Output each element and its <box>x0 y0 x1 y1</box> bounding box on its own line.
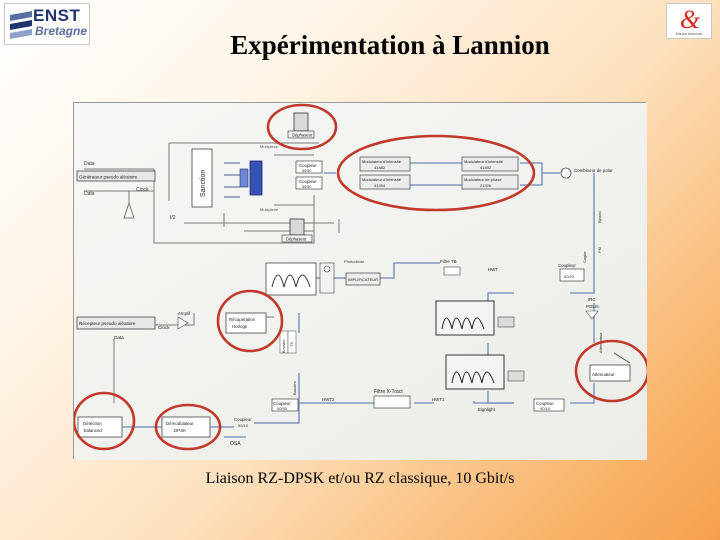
svg-text:Filtre X-Tract: Filtre X-Tract <box>374 389 403 395</box>
svg-text:OSA: OSA <box>230 441 241 447</box>
enst-logo-mark-icon <box>8 9 34 41</box>
svg-text:Coupleur: Coupleur <box>558 263 576 268</box>
label-pattern-generator: Générateur pseudo aléatoire <box>79 175 138 180</box>
svg-text:90/10: 90/10 <box>238 423 249 428</box>
setup-diagram: Data Générateur pseudo aléatoire Data Cl… <box>73 102 646 459</box>
enst-logo-text: ENST <box>33 6 80 26</box>
svg-text:Cagier: Cagier <box>582 251 587 263</box>
filter-xtract <box>374 396 410 408</box>
svg-text:41482: 41482 <box>374 165 386 170</box>
svg-text:Amplif: Amplif <box>178 311 191 316</box>
figure-caption: Liaison RZ-DPSK et/ou RZ classique, 10 G… <box>170 470 550 488</box>
svg-text:Eignlight: Eignlight <box>478 407 496 412</box>
svg-text:Détection: Détection <box>83 421 102 426</box>
scope-2 <box>436 301 494 335</box>
setup-diagram-svg: Data Générateur pseudo aléatoire Data Cl… <box>74 103 647 460</box>
svg-text:41492: 41492 <box>480 165 492 170</box>
svg-text:Coupleur: Coupleur <box>234 417 252 422</box>
svg-text:IRC: IRC <box>588 297 596 302</box>
balanced-detector <box>78 417 122 437</box>
svg-text:Récepteur pseudo aléatoire: Récepteur pseudo aléatoire <box>79 321 136 326</box>
driver-module <box>250 161 262 195</box>
enst-bretagne-logo: ENST Bretagne <box>4 3 90 45</box>
phase-shifter-bottom <box>290 219 304 235</box>
svg-text:Démodulateur: Démodulateur <box>166 421 194 426</box>
svg-text:Horloge: Horloge <box>232 324 248 329</box>
svg-text:Modulateur d'intensité: Modulateur d'intensité <box>362 159 402 164</box>
svg-text:50/50: 50/50 <box>302 169 312 173</box>
svg-text:50/50: 50/50 <box>302 185 312 189</box>
svg-text:Modulateur d'intensité: Modulateur d'intensité <box>464 159 504 164</box>
label-dephaseur-top: Déphaseur <box>292 133 313 138</box>
svg-text:Modulateur de phase: Modulateur de phase <box>464 177 502 182</box>
svg-text:Modulateur d'intensité: Modulateur d'intensité <box>362 177 402 182</box>
label-clock: Clock <box>136 187 149 193</box>
svg-text:&: & <box>680 5 701 34</box>
label-data-top: Data <box>84 161 95 167</box>
label-f2: f/2 <box>170 215 176 221</box>
label-multiplex-top: Multiplexe <box>260 144 279 149</box>
scope-1 <box>266 263 316 295</box>
bretagne-logo-text: Bretagne <box>35 24 87 38</box>
dpsk-demodulator <box>162 417 210 437</box>
label-data-2: Data <box>84 191 95 197</box>
filter-tb <box>444 267 460 275</box>
driver-connector <box>240 169 248 187</box>
label-combineur: Combineur de polar <box>574 168 613 173</box>
svg-text:Clock: Clock <box>158 325 170 330</box>
label-synchro: Sanction <box>200 170 207 197</box>
svg-text:IMPLIFICATEUR: IMPLIFICATEUR <box>348 277 378 282</box>
svg-text:Bandes: Bandes <box>292 381 297 395</box>
svg-text:Data: Data <box>114 335 124 340</box>
svg-text:21326: 21326 <box>480 183 492 188</box>
svg-text:TX: TX <box>289 342 294 347</box>
svg-text:80/20: 80/20 <box>564 274 575 279</box>
label-coupleur-1: Coupleur <box>299 163 317 168</box>
ampersand-logo-icon: & <box>667 4 713 34</box>
clock-recovery <box>226 313 266 333</box>
svg-text:Atténuateur: Atténuateur <box>592 372 615 377</box>
svg-text:PM: PM <box>597 247 602 253</box>
france-telecom-caption: france telecom <box>667 31 711 36</box>
slide-title: Expérimentation à Lannion <box>150 30 630 61</box>
scope-3 <box>446 355 504 389</box>
svg-text:balanced: balanced <box>84 428 102 433</box>
svg-text:41454: 41454 <box>374 183 386 188</box>
svg-text:DPSK: DPSK <box>174 428 186 433</box>
label-multiplex-bottom: Multiplexe <box>260 207 279 212</box>
svg-text:90/10: 90/10 <box>540 406 551 411</box>
phase-shifter-top <box>294 113 308 131</box>
label-dephaseur-bottom: Déphaseur <box>286 237 307 242</box>
svg-text:HWT1: HWT1 <box>432 397 445 402</box>
polar-combiner <box>561 168 571 178</box>
svg-text:Récupération: Récupération <box>229 317 256 322</box>
svg-text:50/50: 50/50 <box>277 406 288 411</box>
label-coupleur-2: Coupleur <box>299 179 317 184</box>
svg-text:POLIS: POLIS <box>586 304 599 309</box>
svg-text:Filtre TB: Filtre TB <box>440 259 457 264</box>
svg-text:HWT: HWT <box>488 267 498 272</box>
svg-text:Booster: Booster <box>281 339 286 353</box>
france-telecom-logo: & france telecom <box>666 3 712 39</box>
svg-text:Photodiode: Photodiode <box>344 259 365 264</box>
svg-text:HWT2: HWT2 <box>322 397 335 402</box>
svg-text:Bjanec: Bjanec <box>597 211 602 223</box>
